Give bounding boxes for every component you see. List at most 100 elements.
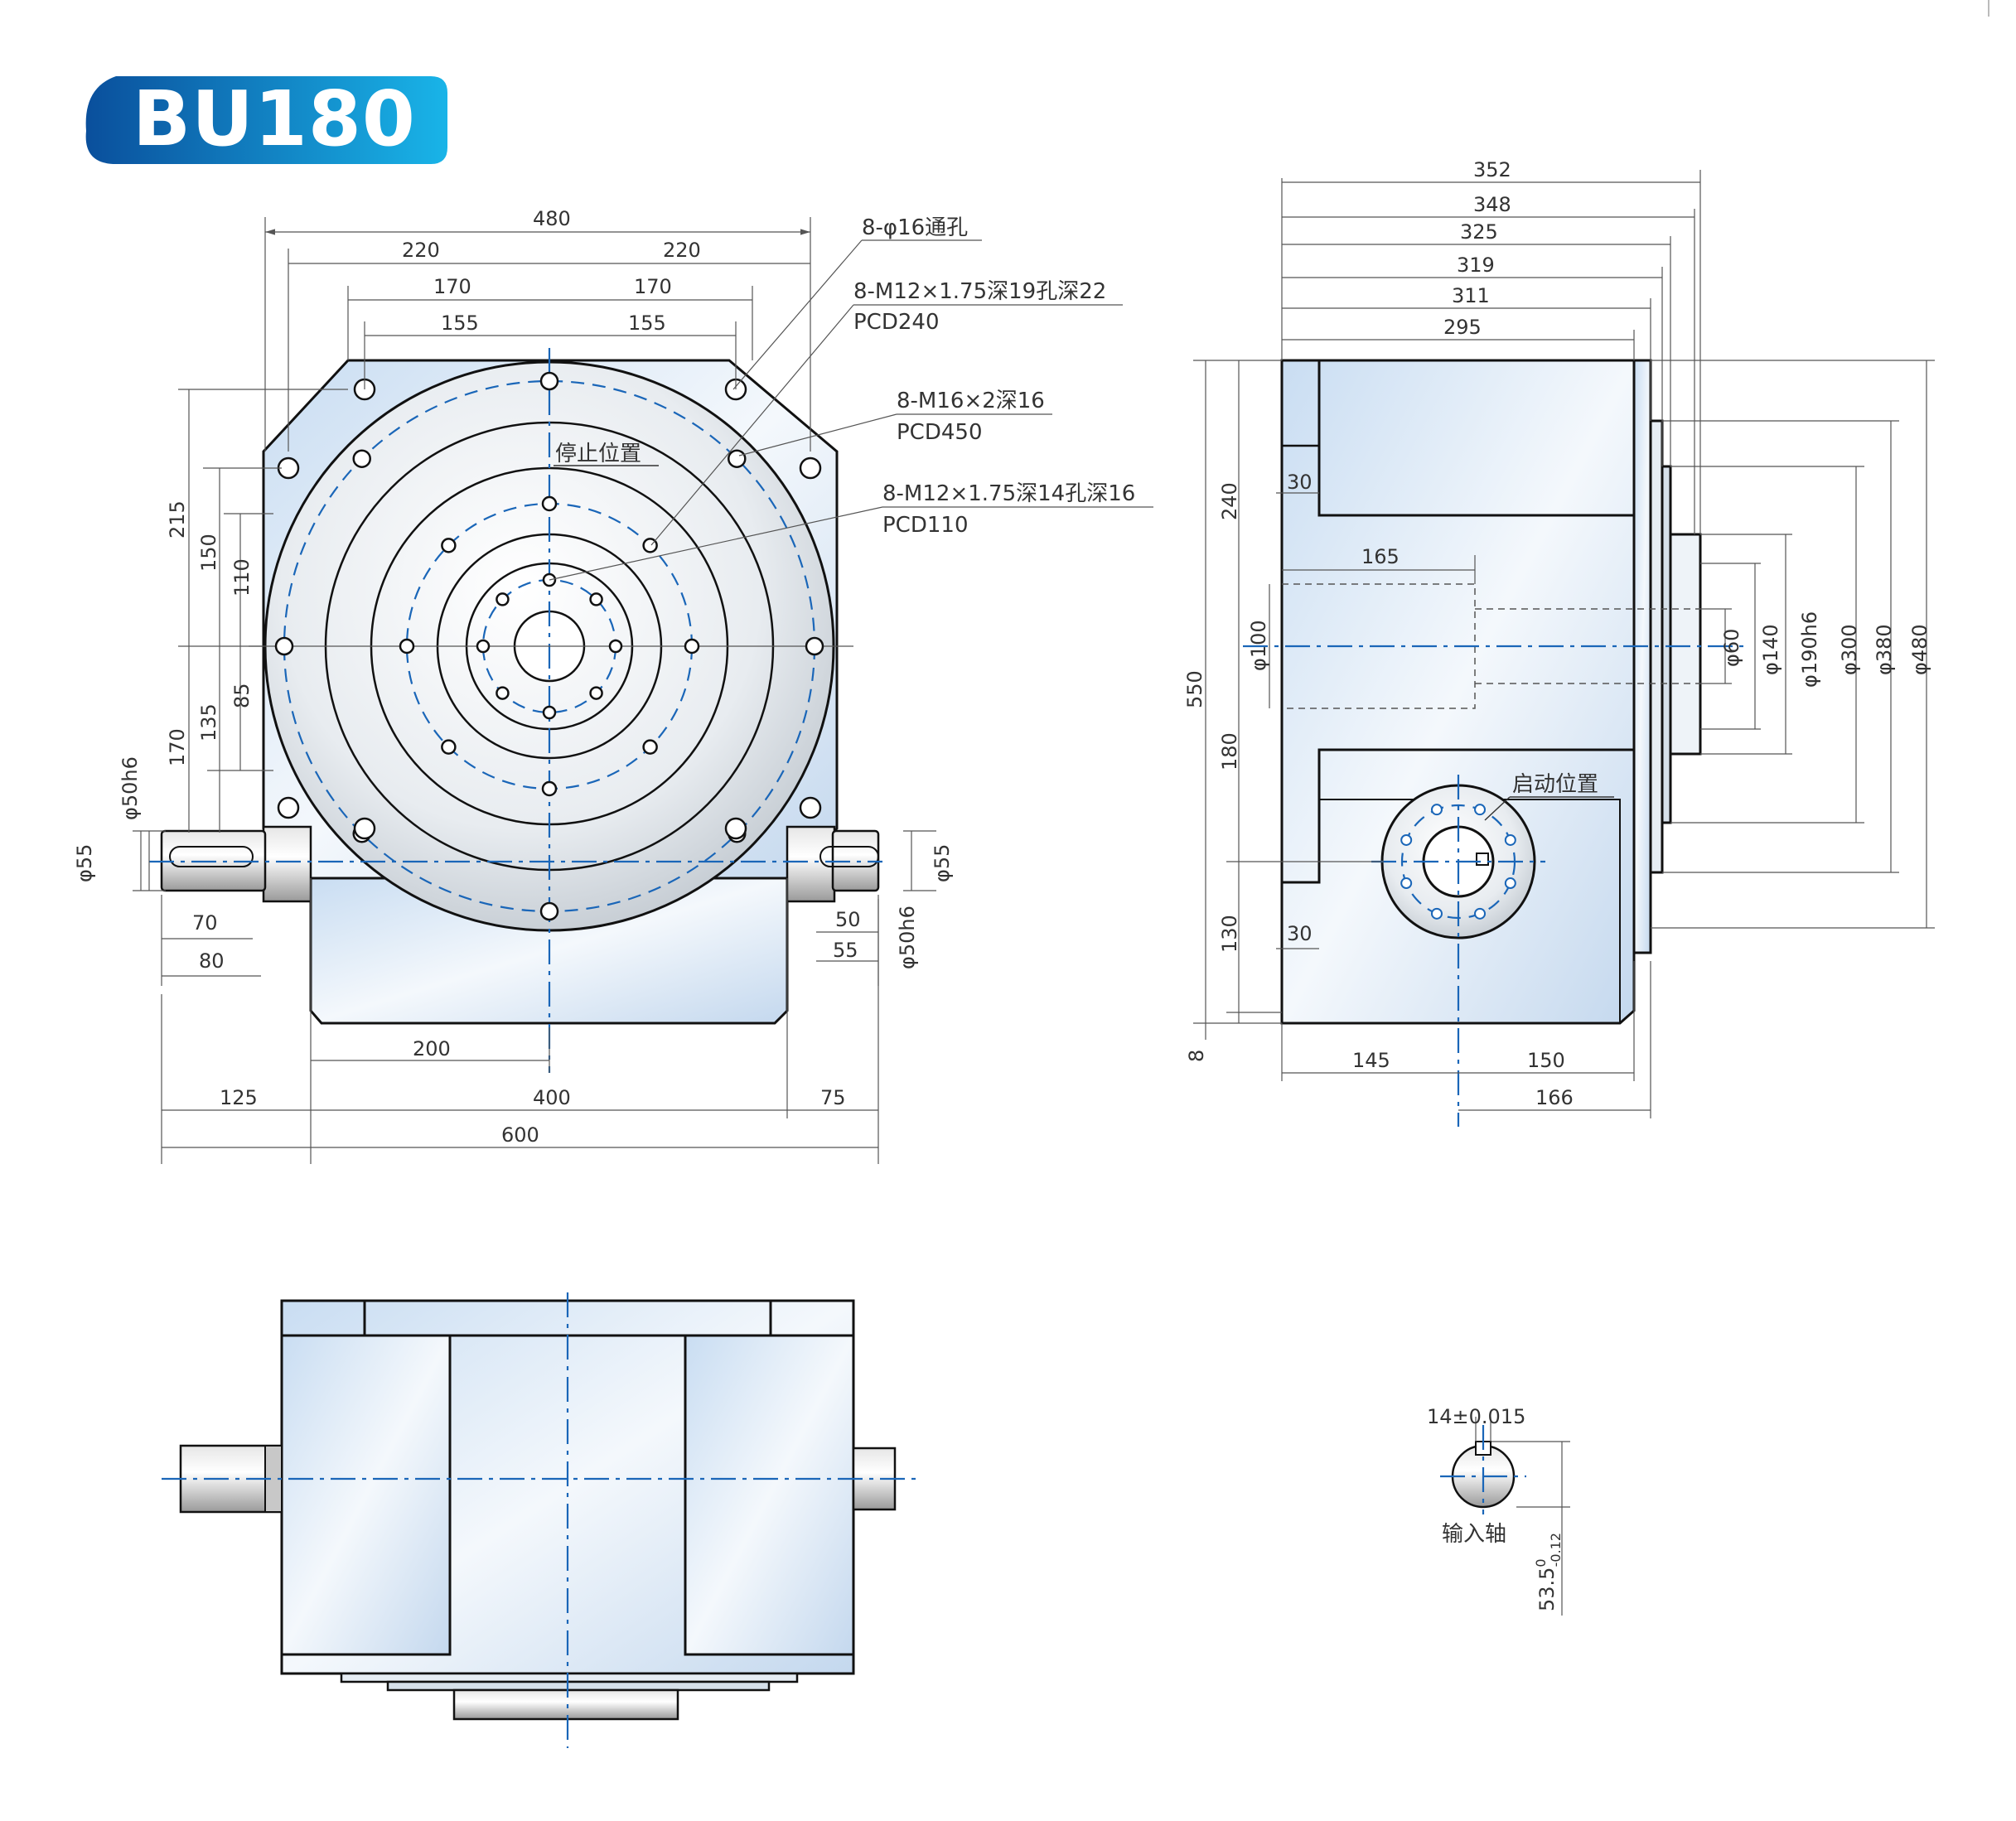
left-shaft-boss	[262, 825, 312, 903]
side-input-key	[1476, 853, 1489, 866]
dim-phi300: φ300	[1838, 624, 1861, 675]
input-ring-hole	[1430, 907, 1443, 920]
left-shaft-keyway	[169, 846, 254, 867]
through-hole	[724, 817, 747, 840]
dim-shaft-right-55: φ55	[931, 844, 954, 882]
dim-125: 125	[220, 1086, 258, 1109]
pcd110-hole	[496, 686, 510, 700]
dim-311: 311	[1452, 284, 1490, 307]
pcd110-hole	[589, 686, 603, 700]
right-shaft-keyway	[819, 846, 879, 867]
right-shaft-boss	[786, 825, 836, 903]
pcd110-hole	[496, 592, 510, 606]
dim-130: 130	[1218, 915, 1241, 953]
dim-155-left: 155	[441, 312, 479, 335]
bottom-view-base-3	[452, 1688, 679, 1721]
through-hole	[799, 796, 822, 819]
through-hole	[799, 456, 822, 480]
dim-170-vert: 170	[166, 728, 189, 766]
dim-480: 480	[533, 207, 571, 230]
dim-155-right: 155	[628, 312, 666, 335]
callout-pcd110: PCD110	[882, 513, 968, 538]
pcd450-hole	[805, 636, 824, 656]
bottom-view-left-block	[280, 1334, 452, 1656]
dim-600: 600	[501, 1123, 539, 1147]
dim-shaft-right-h6: φ50h6	[896, 906, 919, 969]
callout-pcd240: PCD240	[853, 310, 939, 335]
callout-m16: 8-M16×2深16	[897, 389, 1045, 413]
input-shaft-label: 输入轴	[1442, 1522, 1506, 1547]
bottom-view-base-2	[386, 1680, 771, 1692]
side-view: 启动位置	[1243, 359, 1748, 1127]
dim-180: 180	[1218, 732, 1241, 770]
dim-170-right: 170	[634, 275, 672, 298]
through-hole	[277, 796, 300, 819]
pcd240-hole	[541, 780, 558, 797]
pcd450-hole	[728, 449, 747, 468]
dim-295: 295	[1443, 316, 1482, 339]
dim-shaft-left-h6: φ50h6	[118, 756, 142, 820]
dim-150-side: 150	[1527, 1049, 1565, 1072]
pcd110-hole	[542, 705, 557, 720]
pcd450-hole	[539, 901, 559, 921]
pcd110-hole	[476, 639, 491, 654]
front-callouts: 8-φ16通孔 8-M12×1.75深19孔深22 PCD240 8-M16×2…	[549, 215, 1153, 581]
dim-phi60: φ60	[1720, 629, 1743, 667]
pcd450-hole	[352, 449, 371, 468]
dim-phi140: φ140	[1759, 624, 1782, 675]
dim-400: 400	[533, 1086, 571, 1109]
dim-220-left: 220	[402, 239, 440, 262]
dim-8: 8	[1185, 1050, 1208, 1062]
model-title: BU180	[133, 75, 416, 163]
stop-position-label: 停止位置	[555, 442, 641, 466]
input-ring-hole	[1430, 804, 1443, 816]
dim-319: 319	[1457, 254, 1495, 277]
side-dim-text: 352 348 325 319 311 295 240 550 180 130 …	[1183, 158, 1931, 1109]
callout-pcd450: PCD450	[897, 420, 982, 445]
input-ring-hole	[1474, 804, 1487, 816]
dim-phi100: φ100	[1247, 620, 1270, 671]
shaft-depth-dim: 53.50-0.12	[1533, 1533, 1564, 1611]
dim-135: 135	[197, 703, 220, 741]
side-flange-1	[1632, 359, 1652, 954]
dim-165: 165	[1361, 545, 1400, 568]
key-width-dim: 14±0.015	[1427, 1405, 1525, 1428]
side-flange-4	[1669, 533, 1702, 756]
input-ring-hole	[1400, 833, 1413, 846]
pcd240-hole	[684, 638, 700, 654]
pcd450-hole	[539, 371, 559, 391]
badge-shape	[85, 76, 448, 164]
dim-75: 75	[820, 1086, 846, 1109]
dim-55: 55	[833, 939, 858, 962]
pcd240-hole	[399, 638, 415, 654]
pcd110-hole	[589, 592, 603, 606]
callout-m12-pcd110: 8-M12×1.75深14孔深16	[882, 481, 1135, 506]
dim-phi190h6: φ190h6	[1798, 611, 1821, 688]
pcd240-hole	[541, 495, 558, 512]
pcd110-hole	[608, 639, 623, 654]
bottom-view-right-block	[684, 1334, 855, 1656]
title-badge: BU180	[83, 75, 448, 164]
dim-220-right: 220	[663, 239, 701, 262]
callout-through-holes: 8-φ16通孔	[862, 215, 968, 240]
pcd240-hole	[441, 538, 457, 553]
side-main-body	[1280, 359, 1636, 1025]
bottom-view	[162, 1292, 916, 1748]
dim-145: 145	[1352, 1049, 1390, 1072]
dim-200: 200	[413, 1037, 451, 1060]
input-ring-hole	[1504, 833, 1516, 846]
dim-phi480: φ480	[1908, 624, 1931, 675]
dim-80: 80	[199, 949, 225, 973]
dim-85: 85	[230, 683, 254, 708]
dim-150: 150	[197, 534, 220, 572]
bottom-view-base-1	[340, 1672, 799, 1683]
dim-30-top: 30	[1287, 471, 1313, 494]
pcd240-hole	[441, 739, 457, 755]
dim-50: 50	[835, 908, 861, 931]
dim-325: 325	[1460, 220, 1498, 244]
dim-348: 348	[1473, 193, 1511, 216]
bolt-holes	[274, 371, 824, 921]
pcd240-hole	[642, 739, 658, 755]
